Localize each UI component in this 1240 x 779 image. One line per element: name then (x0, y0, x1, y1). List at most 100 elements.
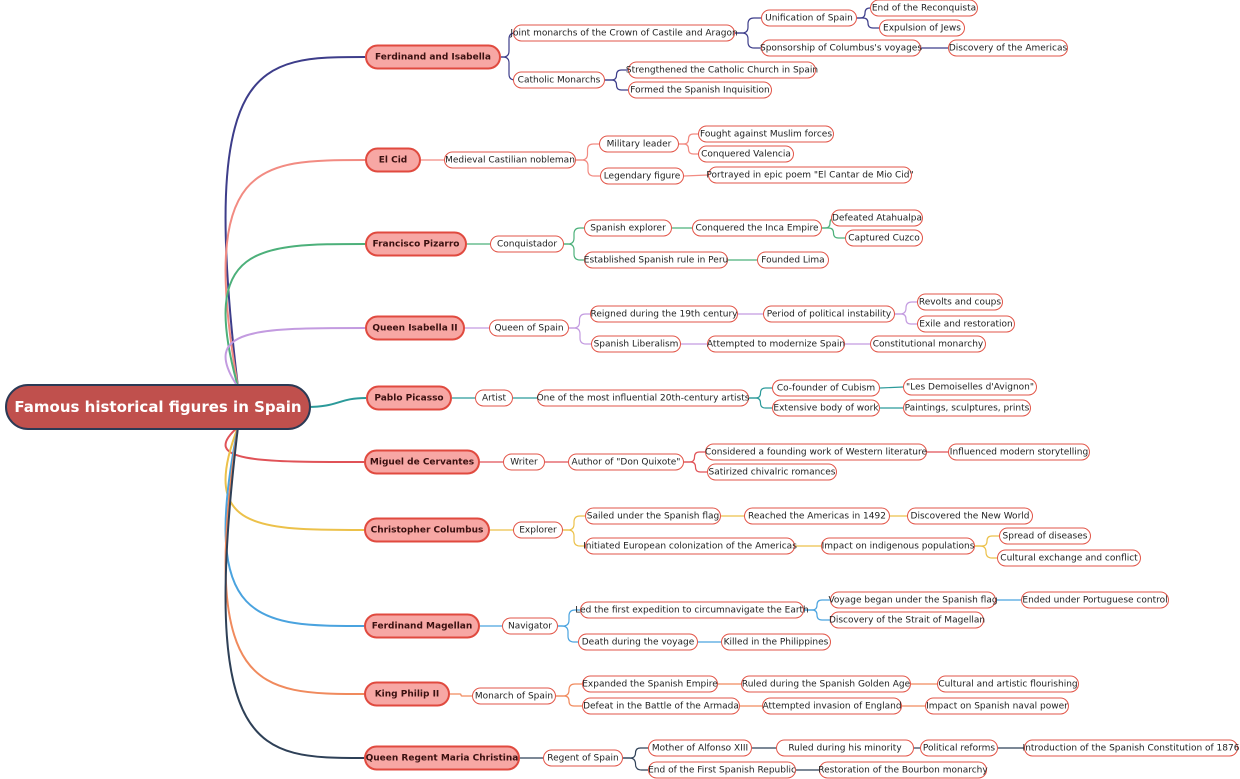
topic-queen-of-spain[interactable]: Queen of Spain (489, 319, 569, 337)
topic-killed-in-the-philippines[interactable]: Killed in the Philippines (721, 633, 831, 651)
edge-b0-b0a (501, 32, 516, 58)
edge-root-b1 (224, 159, 366, 388)
topic-impact-on-spanish-naval-power[interactable]: Impact on Spanish naval power (925, 697, 1069, 715)
branch-pablo-picasso[interactable]: Pablo Picasso (366, 385, 452, 411)
topic-explorer[interactable]: Explorer (513, 521, 563, 539)
topic-regent-of-spain[interactable]: Regent of Spain (543, 749, 623, 767)
topic-captured-cuzco[interactable]: Captured Cuzco (845, 229, 923, 247)
topic-attempted-invasion-of-england[interactable]: Attempted invasion of England (762, 697, 902, 715)
branch-queen-isabella-ii[interactable]: Queen Isabella II (365, 315, 465, 341)
topic-cultural-exchange-and-conflict[interactable]: Cultural exchange and conflict (997, 549, 1141, 567)
edge-b0b-b0b1 (605, 69, 628, 81)
edge-b3a-b3a1 (569, 313, 590, 329)
topic-constitutional-monarchy[interactable]: Constitutional monarchy (870, 335, 986, 353)
topic-political-reforms[interactable]: Political reforms (920, 739, 998, 757)
topic-considered-a-founding-work-of-western-li[interactable]: Considered a founding work of Western li… (705, 443, 927, 461)
topic-catholic-monarchs[interactable]: Catholic Monarchs (513, 71, 605, 89)
edge-b5a1-b5a1a (684, 451, 705, 463)
topic-established-spanish-rule-in-peru[interactable]: Established Spanish rule in Peru (584, 251, 728, 269)
topic-period-of-political-instability[interactable]: Period of political instability (763, 305, 895, 323)
branch-francisco-pizarro[interactable]: Francisco Pizarro (365, 231, 467, 257)
topic-conquistador[interactable]: Conquistador (490, 235, 564, 253)
topic-co-founder-of-cubism[interactable]: Co-founder of Cubism (772, 379, 880, 397)
edge-b6a2a-b6a2a2 (975, 545, 997, 559)
edge-b2a1a-b2a1a2 (822, 227, 845, 239)
topic-monarch-of-spain[interactable]: Monarch of Spain (472, 687, 556, 705)
edge-b3a-b3a2 (569, 327, 591, 345)
topic-founded-lima[interactable]: Founded Lima (757, 251, 829, 269)
topic-conquered-the-inca-empire[interactable]: Conquered the Inca Empire (692, 219, 822, 237)
topic-defeated-atahualpa[interactable]: Defeated Atahualpa (831, 209, 923, 227)
edge-b3a1a-b3a1a2 (895, 313, 917, 325)
topic-discovery-of-the-americas[interactable]: Discovery of the Americas (948, 39, 1068, 57)
topic-medieval-castilian-nobleman[interactable]: Medieval Castilian nobleman (444, 151, 576, 169)
topic-mother-of-alfonso-xiii[interactable]: Mother of Alfonso XIII (648, 739, 752, 757)
edge-b7a-b7a1 (558, 609, 580, 627)
topic-exile-and-restoration[interactable]: Exile and restoration (917, 315, 1015, 333)
topic-joint-monarchs-of-the-crown-of-castile-a[interactable]: Joint monarchs of the Crown of Castile a… (510, 24, 738, 42)
topic-extensive-body-of-work[interactable]: Extensive body of work (772, 399, 880, 417)
edge-b2a-b2a1 (564, 227, 584, 245)
topic-ended-under-portuguese-control[interactable]: Ended under Portuguese control (1021, 591, 1169, 609)
topic-expulsion-of-jews[interactable]: Expulsion of Jews (879, 19, 965, 37)
topic-paintings-sculptures-prints[interactable]: Paintings, sculptures, prints (903, 399, 1031, 417)
topic-discovered-the-new-world[interactable]: Discovered the New World (907, 507, 1033, 525)
edge-b8a-b8a1 (556, 683, 582, 697)
topic-satirized-chivalric-romances[interactable]: Satirized chivalric romances (707, 463, 837, 481)
topic-ruled-during-the-spanish-golden-age[interactable]: Ruled during the Spanish Golden Age (741, 675, 911, 693)
edge-b1a-b1a2 (576, 159, 600, 177)
edge-b6a-b6a2 (563, 529, 585, 547)
topic-one-of-the-most-influential-20th-century[interactable]: One of the most influential 20th-century… (537, 389, 749, 407)
topic-military-leader[interactable]: Military leader (599, 135, 679, 153)
topic-reached-the-americas-in-1492[interactable]: Reached the Americas in 1492 (744, 507, 890, 525)
topic-reigned-during-the-19th-century[interactable]: Reigned during the 19th century (590, 305, 738, 323)
root-topic[interactable]: Famous historical figures in Spain (5, 384, 311, 430)
edge-b1a2-b1a2a (683, 174, 709, 177)
topic-les-demoiselles-d-avignon[interactable]: "Les Demoiselles d'Avignon" (903, 378, 1037, 396)
topic-navigator[interactable]: Navigator (502, 617, 558, 635)
branch-ferdinand-magellan[interactable]: Ferdinand Magellan (364, 613, 480, 639)
topic-voyage-began-under-the-spanish-flag[interactable]: Voyage began under the Spanish flag (828, 591, 998, 609)
topic-conquered-valencia[interactable]: Conquered Valencia (698, 145, 794, 163)
topic-spanish-explorer[interactable]: Spanish explorer (584, 219, 672, 237)
topic-cultural-and-artistic-flourishing[interactable]: Cultural and artistic flourishing (937, 675, 1079, 693)
topic-attempted-to-modernize-spain[interactable]: Attempted to modernize Spain (707, 335, 845, 353)
topic-sponsorship-of-columbus-s-voyages[interactable]: Sponsorship of Columbus's voyages (760, 39, 922, 57)
topic-led-the-first-expedition-to-circumnaviga[interactable]: Led the first expedition to circumnaviga… (575, 601, 809, 619)
topic-artist[interactable]: Artist (475, 389, 513, 407)
branch-christopher-columbus[interactable]: Christopher Columbus (364, 517, 490, 543)
topic-legendary-figure[interactable]: Legendary figure (600, 167, 684, 185)
branch-ferdinand-and-isabella[interactable]: Ferdinand and Isabella (365, 44, 501, 70)
topic-spanish-liberalism[interactable]: Spanish Liberalism (591, 335, 681, 353)
topic-unification-of-spain[interactable]: Unification of Spain (761, 9, 857, 27)
branch-el-cid[interactable]: El Cid (365, 147, 421, 173)
edge-b7a1-b7a1b (804, 609, 830, 621)
topic-spread-of-diseases[interactable]: Spread of diseases (999, 527, 1091, 545)
topic-writer[interactable]: Writer (503, 453, 545, 471)
branch-king-philip-ii[interactable]: King Philip II (364, 681, 450, 707)
edge-root-b0 (224, 56, 366, 388)
topic-author-of-don-quixote[interactable]: Author of "Don Quixote" (568, 453, 684, 471)
topic-ruled-during-his-minority[interactable]: Ruled during his minority (776, 739, 914, 757)
branch-miguel-de-cervantes[interactable]: Miguel de Cervantes (364, 449, 480, 475)
topic-defeat-in-the-battle-of-the-armada[interactable]: Defeat in the Battle of the Armada (582, 697, 740, 715)
topic-formed-the-spanish-inquisition[interactable]: Formed the Spanish Inquisition (628, 81, 772, 99)
branch-queen-regent-maria-christina[interactable]: Queen Regent Maria Christina (364, 745, 520, 771)
topic-discovery-of-the-strait-of-magellan[interactable]: Discovery of the Strait of Magellan (829, 611, 985, 629)
edge-root-b8 (224, 426, 365, 695)
topic-end-of-the-reconquista[interactable]: End of the Reconquista (870, 0, 978, 17)
topic-revolts-and-coups[interactable]: Revolts and coups (917, 293, 1003, 311)
topic-strengthened-the-catholic-church-in-spai[interactable]: Strengthened the Catholic Church in Spai… (626, 61, 818, 79)
topic-death-during-the-voyage[interactable]: Death during the voyage (578, 633, 698, 651)
topic-introduction-of-the-spanish-constitution[interactable]: Introduction of the Spanish Constitution… (1023, 739, 1239, 757)
topic-expanded-the-spanish-empire[interactable]: Expanded the Spanish Empire (582, 675, 718, 693)
topic-fought-against-muslim-forces[interactable]: Fought against Muslim forces (698, 125, 834, 143)
topic-portrayed-in-epic-poem-el-cantar-de-mio-[interactable]: Portrayed in epic poem "El Cantar de Mio… (706, 166, 914, 184)
topic-sailed-under-the-spanish-flag[interactable]: Sailed under the Spanish flag (585, 507, 721, 525)
edge-b8a-b8a2 (556, 695, 582, 707)
edge-b0-b0b (501, 56, 516, 81)
topic-impact-on-indigenous-populations[interactable]: Impact on indigenous populations (821, 537, 975, 555)
topic-initiated-european-colonization-of-the-a[interactable]: Initiated European colonization of the A… (583, 537, 797, 555)
topic-influenced-modern-storytelling[interactable]: Influenced modern storytelling (948, 443, 1090, 461)
